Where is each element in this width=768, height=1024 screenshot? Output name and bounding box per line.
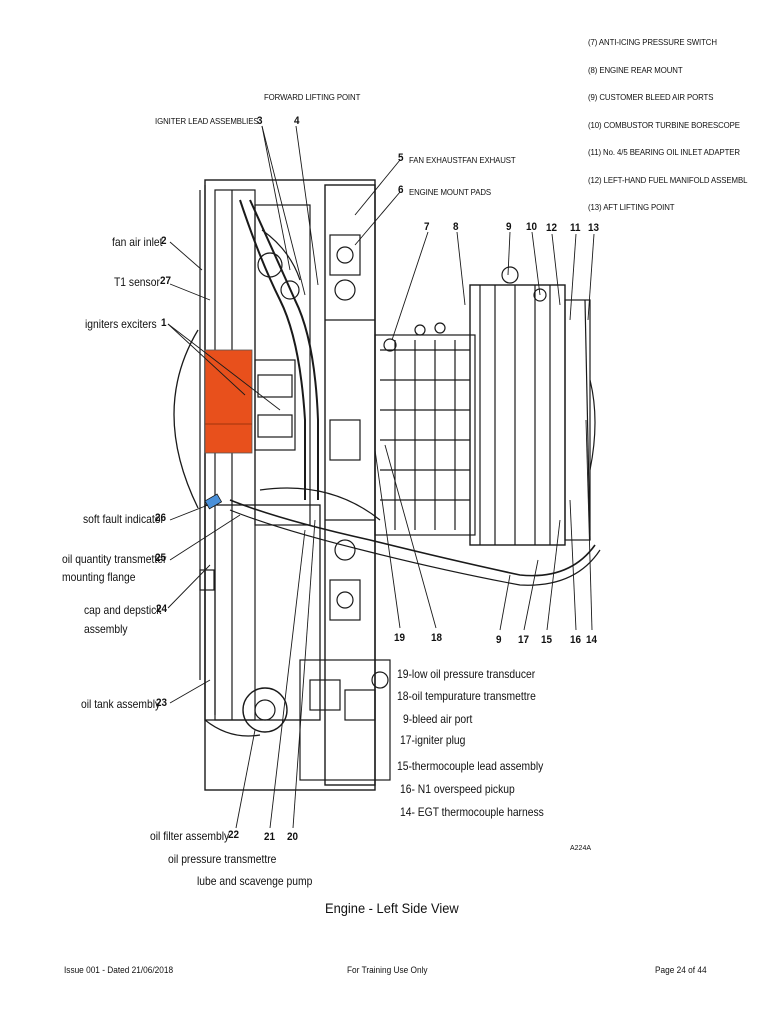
turbine-section — [469, 284, 566, 546]
ref-number: 10 — [526, 221, 538, 233]
oil-filter — [242, 687, 288, 733]
igniters-exciters-label: igniters exciters — [85, 317, 157, 331]
callout-item: 19-low oil pressure transducer — [397, 667, 536, 681]
ref-number: 9 — [496, 634, 502, 646]
ref-number: 23 — [156, 697, 168, 709]
ref-number: 14 — [586, 634, 598, 646]
igniter-lead-tube — [239, 199, 306, 500]
footer-issue: Issue 001 - Dated 21/06/2018 — [64, 965, 174, 975]
ref-number: 15 — [541, 634, 553, 646]
lube-scavenge-pump-label: lube and scavenge pump — [197, 874, 313, 888]
ref-number: 3 — [257, 115, 263, 127]
igniter-lead-assemblies-label: IGNITER LEAD ASSEMBLIES — [155, 116, 259, 126]
ref-number: 27 — [160, 275, 172, 287]
legend-item: (10) COMBUSTOR TURBINE BORESCOPE — [588, 120, 740, 130]
ref-number: 6 — [398, 184, 404, 196]
fan-air-inlet-label: fan air inlet — [112, 235, 163, 249]
callout-item: 15-thermocouple lead assembly — [397, 759, 544, 773]
footer-training: For Training Use Only — [347, 965, 428, 975]
ref-number: 22 — [228, 829, 240, 841]
ref-number: 8 — [453, 221, 459, 233]
ref-number: 19 — [394, 632, 406, 644]
engine-mount-pads-label: ENGINE MOUNT PADS — [409, 187, 492, 197]
soft-fault-indicator — [204, 493, 223, 510]
fan-exhaust-label: FAN EXHAUSTFAN EXHAUST — [409, 155, 516, 165]
legend-item: (12) LEFT-HAND FUEL MANIFOLD ASSEMBL — [588, 175, 748, 185]
fan-case — [204, 179, 376, 791]
ref-number: 12 — [546, 222, 558, 234]
soft-fault-indicator-label: soft fault indicator — [83, 512, 164, 526]
ref-number: 7 — [424, 221, 430, 233]
ref-number: 1 — [161, 317, 167, 329]
callout-item: 18-oil tempurature transmettre — [397, 689, 536, 703]
legend-item: (7) ANTI-ICING PRESSURE SWITCH — [588, 37, 717, 47]
ref-number: 11 — [570, 222, 581, 234]
callout-item: 14- EGT thermocouple harness — [400, 805, 544, 819]
fan-inlet-arc — [173, 329, 199, 509]
callout-item: 16- N1 overspeed pickup — [400, 782, 515, 796]
ref-number: 17 — [518, 634, 530, 646]
legend-item: (8) ENGINE REAR MOUNT — [588, 65, 683, 75]
ref-number: 2 — [161, 235, 167, 247]
leader-lines — [167, 125, 595, 829]
legend-item: (9) CUSTOMER BLEED AIR PORTS — [588, 92, 714, 102]
legend-item: (11) No. 4/5 BEARING OIL INLET ADAPTER — [588, 147, 740, 157]
forward-lifting-point-label: FORWARD LIFTING POINT — [264, 92, 361, 102]
callout-item: 17-igniter plug — [400, 733, 466, 747]
callout-item: 9-bleed air port — [403, 712, 473, 726]
oil-pressure-transmitter-label: oil pressure transmettre — [168, 852, 277, 866]
oil-quantity-transmitter-label: oil quantity transmetter — [62, 552, 167, 566]
t1-sensor-label: T1 sensor — [114, 275, 160, 289]
ref-number: 25 — [155, 552, 167, 564]
ref-number: 5 — [398, 152, 404, 164]
ref-number: 4 — [294, 115, 300, 127]
ref-number: 20 — [287, 831, 299, 843]
ref-number: 24 — [156, 603, 168, 615]
figure-code: A224A — [570, 845, 592, 852]
ref-number: 16 — [570, 634, 582, 646]
oil-tank-assembly-label: oil tank assembly — [81, 697, 161, 711]
oil-filter-assembly-label: oil filter assembly — [150, 829, 230, 843]
ref-number: 26 — [155, 512, 167, 524]
ref-number: 9 — [506, 221, 512, 233]
igniter-exciter-highlight — [204, 349, 253, 454]
mounting-flange-label: mounting flange — [62, 570, 136, 584]
ref-number: 13 — [588, 222, 600, 234]
assembly-label: assembly — [84, 622, 128, 636]
cap-and-dipstick-label: cap and depstick — [84, 603, 162, 617]
footer-page: Page 24 of 44 — [655, 965, 707, 975]
ref-number: 21 — [264, 831, 276, 843]
figure-caption: Engine - Left Side View — [325, 900, 459, 916]
legend-item: (13) AFT LIFTING POINT — [588, 202, 675, 212]
ref-number: 18 — [431, 632, 443, 644]
